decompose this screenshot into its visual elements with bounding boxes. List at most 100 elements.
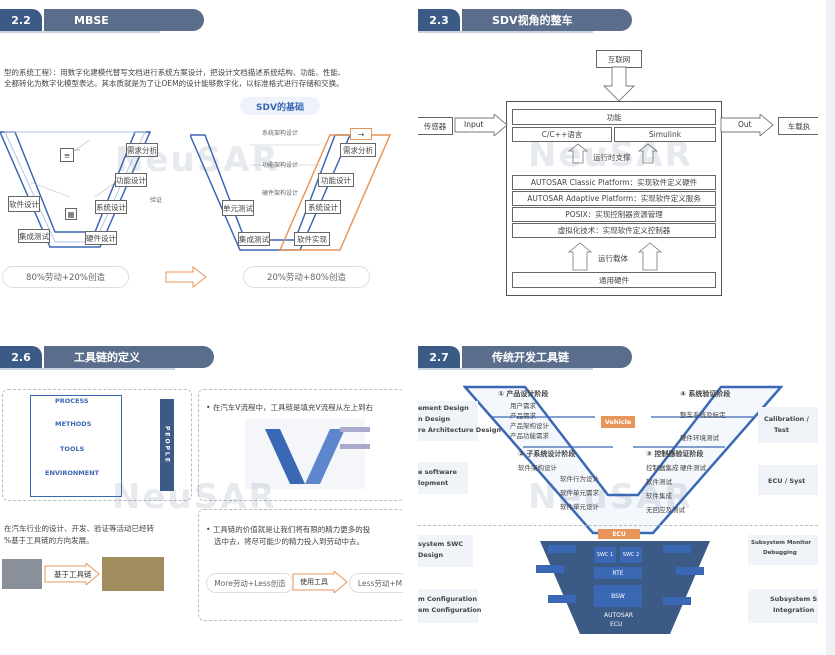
slide-title: 工具链的定义 — [44, 346, 214, 368]
right-label: Calibration / — [764, 415, 809, 423]
watermark-logo: NeuSAR — [528, 135, 693, 175]
car-label: 基于工具链 — [54, 570, 92, 579]
mini-box-3: 系统设计 — [95, 200, 127, 214]
side-chip — [663, 545, 691, 553]
slide-traditional-toolchain[interactable]: 2.7 传统开发工具链 ① 产品设计阶段 用户需求 产品需求 产品架构设计 产品… — [418, 337, 818, 655]
adjacent-slide-edge — [826, 0, 835, 655]
right-box-4: 软件实现 — [294, 232, 330, 246]
output-label: Out — [738, 120, 752, 129]
car-factory-image-2 — [102, 557, 164, 591]
carrier-label: 运行载体 — [598, 254, 628, 263]
phase-4-item: 整车系统及标定 — [680, 411, 726, 419]
left-label-box-1 — [418, 401, 478, 441]
right-label: Debugging — [763, 550, 797, 556]
bullet-1: • 在汽车V流程中，工具链是填充V流程从左上到右 — [206, 403, 374, 412]
intro-line-1: 型的系统工程）：用数字化建模代替写文档进行系统方案设计，把设计文档描述系统结构、… — [4, 68, 346, 77]
updown-arrows-icon — [568, 143, 658, 164]
methods-label: METHODS — [55, 420, 92, 428]
sensor-box: 传感器 — [418, 117, 453, 135]
phase-3-item: 控制器集成 — [646, 464, 679, 472]
v-process-illustration — [245, 419, 370, 489]
pmte-frame — [30, 395, 122, 497]
left-label: em Configuration — [418, 606, 482, 614]
car-factory-image-1 — [2, 559, 42, 589]
phase-2-title: ② 子系统设计阶段 — [518, 450, 576, 458]
use-tools-label: 使用工具 — [300, 578, 328, 586]
pmte-panel — [2, 389, 192, 501]
left-label: m Configuration — [418, 595, 478, 603]
right-label: Integration — [773, 606, 815, 614]
swc1-box: SWC 1 — [594, 547, 616, 563]
header-underline — [0, 368, 175, 370]
platform-row-2: AUTOSAR Adaptive Platform：实现软件定义服务 — [512, 191, 716, 206]
header-underline — [418, 368, 593, 370]
runtime-label: 运行时支撑 — [593, 153, 631, 162]
right-note-2: 功能架构设计 — [262, 162, 299, 169]
right-v-diagram — [190, 134, 392, 251]
right-note-1: 系统架构设计 — [262, 130, 299, 137]
actuator-box: 车载执 — [778, 117, 818, 135]
slide-number: 2.7 — [418, 346, 460, 368]
platform-row-4: 虚拟化技术：实现软件定义控制器 — [512, 223, 716, 238]
slide-header: 2.3 SDV视角的整车 — [418, 8, 632, 32]
right-label: Subsystem S — [770, 595, 818, 603]
vehicle-container — [506, 101, 722, 296]
slide-title: MBSE — [44, 9, 204, 31]
swc2-box: SWC 2 — [620, 547, 642, 563]
slide-sdv-vehicle[interactable]: 2.3 SDV视角的整车 互联网 传感器 Input Out 车载执 功能 C/… — [418, 0, 818, 318]
arrow-box-orange: → — [350, 128, 372, 140]
carrier-arrows-icon — [568, 242, 663, 271]
phase-1-item: 产品功能需求 — [510, 432, 549, 440]
mini-box-4: 硬件设计 — [85, 231, 117, 245]
phase-3-item: 无回应及测试 — [646, 506, 685, 514]
people-bar: PEOPLE — [160, 399, 174, 491]
side-chip — [663, 597, 691, 605]
phase-3-item: 硬件测试 — [680, 464, 706, 472]
bullet-panel-top — [198, 389, 403, 501]
phase-1-title: ① 产品设计阶段 — [498, 390, 549, 398]
phase-2-item: 软件架构设计 — [518, 464, 557, 472]
tools-label: TOOLS — [60, 445, 85, 453]
left-caption: 80%劳动+20%创造 — [2, 266, 129, 288]
less-more-pill: Less劳动+M — [349, 573, 403, 593]
autosar-label: AUTOSAR — [604, 612, 634, 619]
cpp-box: C/C++语言 — [512, 127, 612, 142]
left-label: e software — [418, 468, 457, 476]
right-label-box-1 — [758, 407, 818, 443]
phase-4-title: ④ 系统验证阶段 — [680, 390, 731, 398]
left-label-box-3 — [418, 535, 473, 567]
mini-box-5: 软件设计 — [8, 196, 40, 212]
phase-4-item: 硬件环境测试 — [680, 434, 719, 442]
more-less-pill: More劳动+Less创造 — [206, 573, 294, 593]
phase-2-item: 软件单元需求 — [560, 489, 599, 497]
ecu-tag: ECU — [598, 529, 640, 539]
right-label-box-4 — [748, 589, 818, 623]
vehicle-tag: Vehicle — [601, 416, 635, 428]
right-label-box-2 — [758, 465, 818, 495]
slide-toolchain-definition[interactable]: 2.6 工具链的定义 PROCESS METHODS TOOLS ENVIRON… — [0, 337, 403, 655]
right-box-2: 功能设计 — [318, 173, 354, 187]
hardware-box: 通用硬件 — [512, 272, 716, 288]
right-box-5: 单元测试 — [222, 200, 254, 216]
right-caption: 20%劳动+80%创造 — [243, 266, 370, 288]
right-label: ECU / Syst — [768, 477, 806, 485]
simulink-box: Simulink — [614, 127, 716, 142]
platform-row-1: AUTOSAR Classic Platform：实现软件定义硬件 — [512, 175, 716, 190]
doc-icon: ≡ — [60, 148, 74, 162]
output-arrow-icon — [720, 114, 774, 136]
phase-1-item: 产品架构设计 — [510, 422, 549, 430]
down-arrow-icon — [602, 66, 636, 102]
slide-title: SDV视角的整车 — [462, 9, 632, 31]
watermark-logo: NeuSAR — [112, 477, 277, 517]
slide-number: 2.3 — [418, 9, 460, 31]
bsw-box: BSW — [594, 585, 642, 607]
slide-mbse[interactable]: 2.2 MBSE 型的系统工程）：用数字化建模代替写文档进行系统方案设计，把设计… — [0, 0, 403, 318]
left-text-2: %基于工具链的方向发展。 — [4, 536, 94, 545]
use-tools-arrow-icon — [292, 571, 348, 593]
phase-3-item: 软件测试 — [646, 478, 672, 486]
left-label-box-4 — [418, 589, 478, 623]
rte-box: RTE — [594, 567, 642, 579]
left-label: Design — [418, 551, 444, 559]
bullet-panel-bottom — [198, 509, 403, 621]
right-box-6: 集成测试 — [238, 232, 270, 246]
